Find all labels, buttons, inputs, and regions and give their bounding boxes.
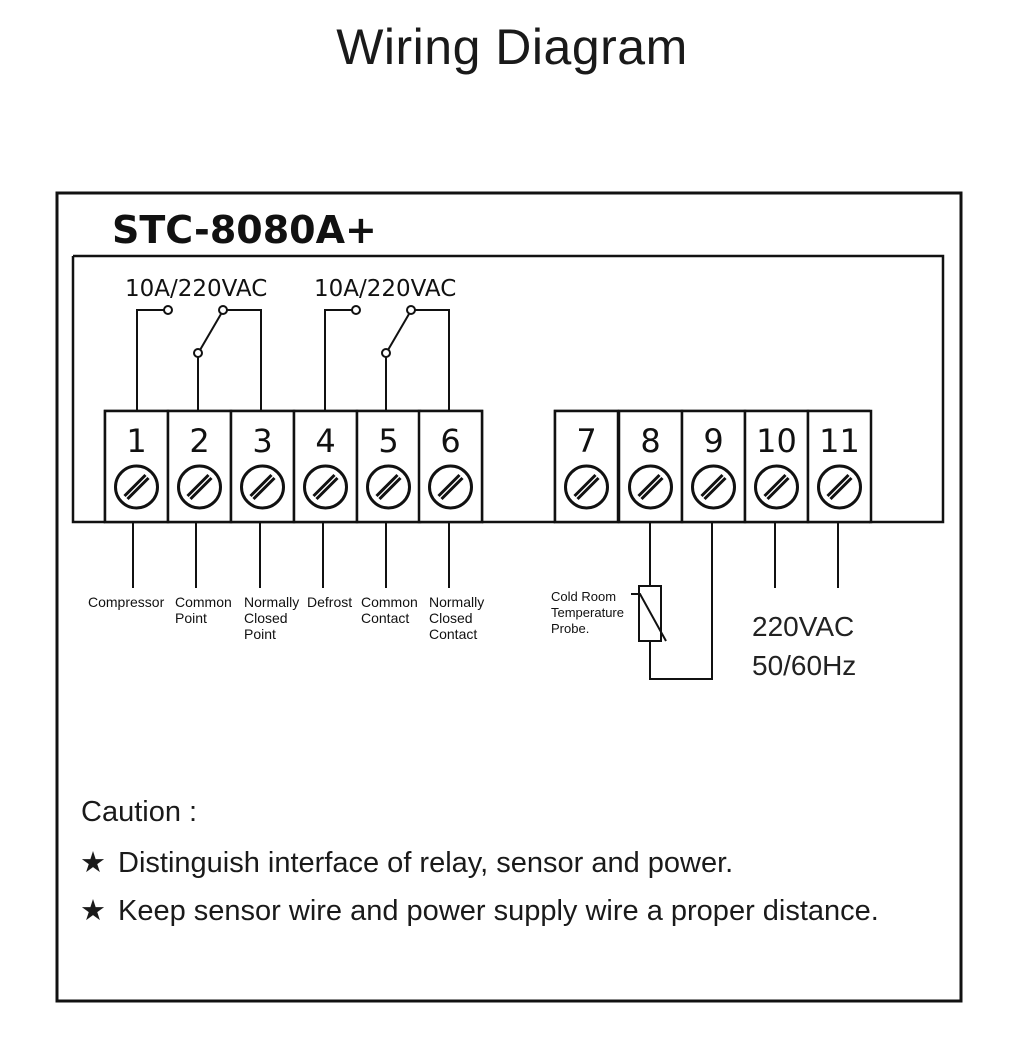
- page-title: Wiring Diagram: [336, 19, 688, 75]
- screw-icon: [754, 464, 799, 510]
- terminal-5: 5: [355, 409, 422, 524]
- label-compressor: Compressor: [88, 594, 165, 610]
- star-icon: ★: [80, 847, 106, 879]
- screw-icon: [817, 464, 862, 510]
- label-nc-contact-l2: Closed: [429, 610, 473, 626]
- terminal-number: 5: [378, 422, 398, 460]
- terminal-6: 6: [417, 409, 484, 524]
- label-nc-point-l3: Point: [244, 626, 276, 642]
- label-nc-point-l1: Normally: [244, 594, 299, 610]
- label-common-point-l2: Point: [175, 610, 207, 626]
- caution-item-2: ★ Keep sensor wire and power supply wire …: [80, 893, 879, 928]
- caution-item-1: ★ Distinguish interface of relay, sensor …: [80, 845, 733, 880]
- screw-icon: [366, 464, 411, 510]
- terminal-7: 7: [553, 409, 620, 524]
- screw-icon: [240, 464, 285, 510]
- screw-icon: [177, 464, 222, 510]
- terminal-number: 6: [440, 422, 460, 460]
- terminal-8: 8: [617, 409, 684, 524]
- thermistor-symbol: [631, 585, 667, 642]
- terminal-number: 7: [576, 422, 596, 460]
- probe-label-l3: Probe.: [551, 621, 589, 636]
- screw-icon: [303, 464, 348, 510]
- diagram-frame: [55, 191, 963, 1003]
- relay-1-wiring: [136, 305, 262, 411]
- power-voltage: 220VAC: [752, 611, 854, 642]
- relay-2-wiring: [324, 305, 450, 411]
- terminal-10: 10: [743, 409, 810, 524]
- terminal-number: 3: [252, 422, 272, 460]
- screw-icon: [114, 464, 159, 510]
- label-nc-contact-l1: Normally: [429, 594, 484, 610]
- terminal-number: 11: [819, 422, 860, 460]
- screw-icon: [628, 464, 673, 510]
- terminal-number: 10: [756, 422, 797, 460]
- model-name: STC-8080A+: [112, 208, 377, 252]
- star-icon: ★: [80, 895, 106, 927]
- relay-rating-1: 10A/220VAC: [125, 276, 267, 302]
- terminal-3: 3: [229, 409, 296, 524]
- terminal-number: 8: [640, 422, 660, 460]
- terminal-4: 4: [292, 409, 359, 524]
- terminal-2: 2: [166, 409, 233, 524]
- label-nc-contact-l3: Contact: [429, 626, 477, 642]
- relay-rating-2: 10A/220VAC: [314, 276, 456, 302]
- controller-body: [71, 254, 945, 524]
- caution-item-text: Distinguish interface of relay, sensor a…: [118, 847, 734, 879]
- terminal-number: 9: [703, 422, 723, 460]
- screw-icon: [691, 464, 736, 510]
- label-nc-point-l2: Closed: [244, 610, 288, 626]
- label-common-contact-l2: Contact: [361, 610, 409, 626]
- terminal-number: 1: [126, 422, 146, 460]
- power-frequency: 50/60Hz: [752, 650, 856, 681]
- terminal-leads: [132, 522, 839, 588]
- terminal-1: 1: [103, 409, 170, 524]
- terminal-number: 2: [189, 422, 209, 460]
- probe-label-l2: Temperature: [551, 605, 624, 620]
- terminal-9: 9: [680, 409, 747, 524]
- probe-wiring: [649, 522, 713, 680]
- screw-icon: [564, 464, 609, 510]
- terminal-number: 4: [315, 422, 335, 460]
- caution-item-text: Keep sensor wire and power supply wire a…: [118, 895, 879, 927]
- probe-label-l1: Cold Room: [551, 589, 616, 604]
- caution-heading: Caution :: [81, 796, 198, 828]
- label-common-contact-l1: Common: [361, 594, 418, 610]
- screw-icon: [428, 464, 473, 510]
- label-defrost: Defrost: [307, 594, 352, 610]
- label-common-point-l1: Common: [175, 594, 232, 610]
- terminal-11: 11: [806, 409, 873, 524]
